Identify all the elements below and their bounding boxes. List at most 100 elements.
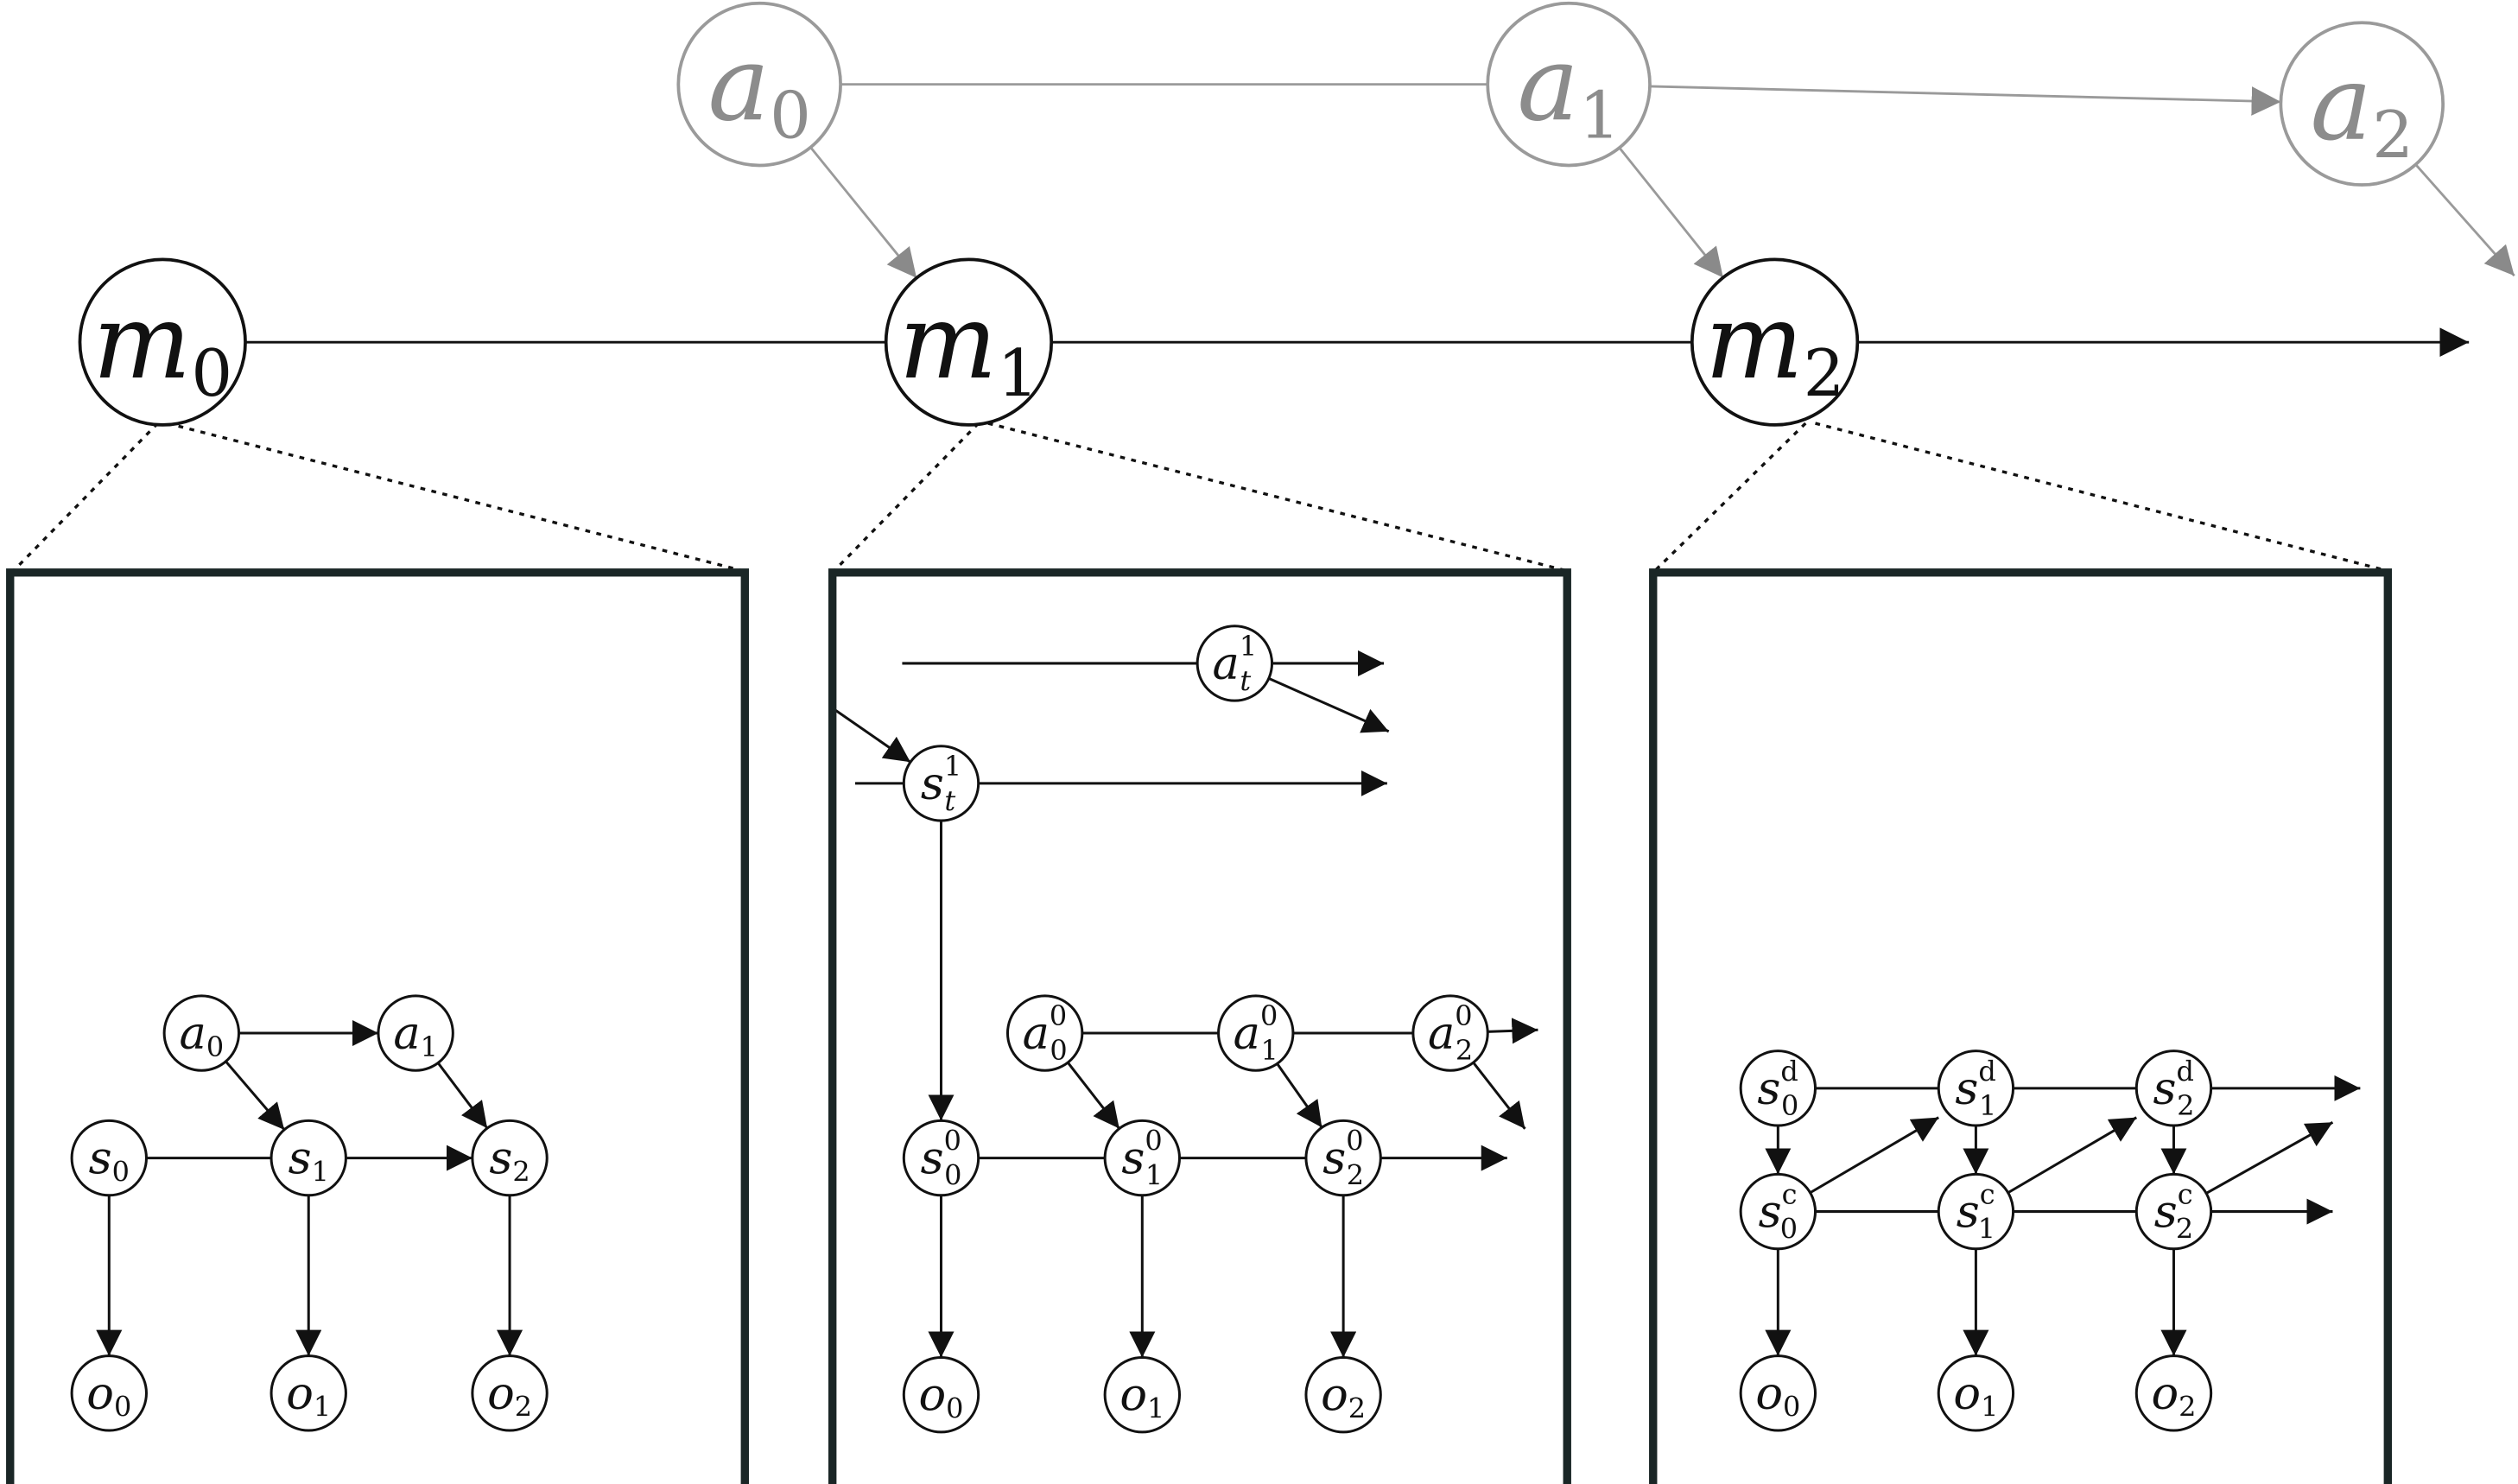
label-base: s bbox=[921, 1132, 944, 1184]
p1-observation-node-2: o2 bbox=[471, 1354, 549, 1432]
label-base: s bbox=[1757, 1062, 1780, 1114]
p1-state-node-2-label: s2 bbox=[489, 1132, 530, 1188]
top-action-node-0: a0 bbox=[676, 1, 842, 168]
label-base: s bbox=[1322, 1132, 1346, 1184]
p2-action-node-1-circle bbox=[1217, 994, 1295, 1072]
high-action-to-state-edge bbox=[1268, 677, 1390, 733]
label-sub: 1 bbox=[421, 1031, 438, 1063]
zoom-line bbox=[987, 422, 1568, 573]
label-base: s bbox=[1121, 1132, 1145, 1184]
p3-observation-node-2-circle bbox=[2134, 1354, 2213, 1432]
label-sub: 0 bbox=[206, 1031, 224, 1063]
label-base: a bbox=[1023, 1007, 1050, 1060]
p1-action-node-0: a0 bbox=[162, 994, 240, 1072]
p1-action-node-1: a1 bbox=[377, 994, 454, 1072]
label-sub: t bbox=[944, 784, 955, 817]
p2-observation-node-1: o1 bbox=[1103, 1356, 1181, 1434]
label-sub: 1 bbox=[1579, 78, 1621, 154]
label-sup: 0 bbox=[1260, 999, 1278, 1032]
p3-continuous-state-node-2-circle bbox=[2134, 1172, 2213, 1251]
label-sup: 0 bbox=[944, 1125, 961, 1157]
p2-high-action-node-circle bbox=[1196, 625, 1274, 702]
continuous-to-discrete-edge bbox=[2007, 1116, 2138, 1195]
top-action-node-0-label: a0 bbox=[707, 24, 810, 154]
label-sub: 2 bbox=[1347, 1159, 1364, 1192]
p1-observation-node-0-circle bbox=[70, 1354, 148, 1432]
label-sub: 0 bbox=[191, 335, 232, 411]
label-base: o bbox=[1321, 1368, 1348, 1421]
label-sub: 2 bbox=[2176, 1213, 2193, 1246]
model-node-2: m2 bbox=[1690, 257, 1860, 427]
top-action-node-2-circle bbox=[2279, 21, 2445, 187]
p2-observation-node-0-circle bbox=[902, 1356, 980, 1434]
label-base: a bbox=[2311, 43, 2373, 164]
zoom-line bbox=[12, 422, 159, 573]
model-node-0-label: m0 bbox=[92, 282, 232, 411]
p3-continuous-state-node-0-circle bbox=[1739, 1172, 1817, 1251]
p2-state-node-2-circle bbox=[1304, 1119, 1382, 1197]
label-sup: 1 bbox=[1240, 630, 1257, 663]
p1-action-node-1-label: a1 bbox=[393, 1007, 438, 1063]
top-action-node-2-label: a2 bbox=[2311, 43, 2413, 173]
p3-discrete-state-node-1-circle bbox=[1937, 1050, 2015, 1127]
p3-discrete-state-node-2-circle bbox=[2134, 1050, 2213, 1127]
p1-action-node-1-circle bbox=[377, 994, 454, 1072]
model-node-0: m0 bbox=[78, 257, 247, 427]
p3-continuous-state-node-1-circle bbox=[1937, 1172, 2015, 1251]
panel-frame-1 bbox=[6, 568, 749, 1484]
p2-action-node-2-circle bbox=[1411, 994, 1489, 1072]
label-sub: 0 bbox=[1050, 1034, 1067, 1067]
p2-state-node-0-circle bbox=[902, 1119, 980, 1197]
label-sub: 0 bbox=[112, 1155, 130, 1188]
p2-observation-node-0-label: o0 bbox=[919, 1368, 964, 1424]
model-node-1-circle bbox=[884, 257, 1054, 427]
p3-observation-node-1-label: o1 bbox=[1953, 1367, 1998, 1423]
label-sub: 1 bbox=[1978, 1213, 1995, 1246]
label-sup: c bbox=[1980, 1178, 1995, 1211]
label-sub: 1 bbox=[1979, 1089, 1996, 1122]
label-base: a bbox=[393, 1007, 420, 1060]
p2-state-node-1-circle bbox=[1103, 1119, 1181, 1197]
p1-action-node-0-label: a0 bbox=[179, 1007, 224, 1063]
label-base: a bbox=[1428, 1007, 1455, 1060]
zoom-line bbox=[167, 422, 744, 573]
p1-observation-node-0-label: o0 bbox=[86, 1367, 131, 1423]
p1-action-node-0-circle bbox=[162, 994, 240, 1072]
label-sub: 1 bbox=[1145, 1159, 1163, 1192]
label-sub: 0 bbox=[946, 1392, 963, 1425]
panel-frame-3 bbox=[1649, 568, 2393, 1484]
label-base: s bbox=[489, 1132, 512, 1184]
panel-frames bbox=[6, 568, 2393, 1484]
label-sup: 1 bbox=[944, 750, 961, 783]
action-edge bbox=[1487, 1018, 1538, 1044]
model-node-1-label: m1 bbox=[899, 282, 1039, 411]
label-base: o bbox=[487, 1367, 515, 1419]
label-sub: 0 bbox=[1780, 1213, 1798, 1246]
p2-high-state-node-circle bbox=[902, 745, 980, 822]
label-sub: 2 bbox=[1348, 1392, 1366, 1425]
edges-layer bbox=[12, 83, 2515, 1358]
label-base: s bbox=[1759, 1185, 1782, 1238]
label-sup: 0 bbox=[1455, 999, 1472, 1032]
p3-observation-node-2-label: o2 bbox=[2151, 1367, 2196, 1423]
label-sub: 0 bbox=[770, 78, 811, 154]
label-base: s bbox=[289, 1132, 312, 1184]
label-sub: 1 bbox=[314, 1391, 331, 1424]
zoom-line bbox=[1653, 422, 1807, 573]
label-base: s bbox=[921, 757, 944, 809]
action-to-model-edge bbox=[2414, 163, 2515, 277]
label-base: m bbox=[1705, 282, 1804, 403]
